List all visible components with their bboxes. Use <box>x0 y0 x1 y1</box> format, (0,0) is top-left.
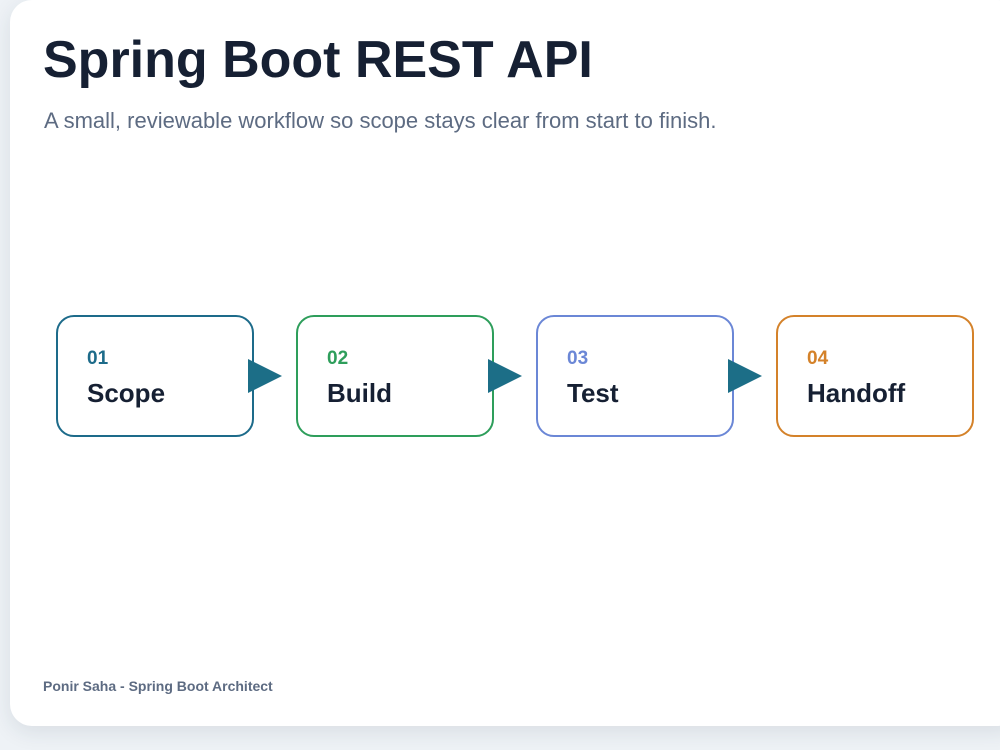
step-number: 04 <box>807 348 829 369</box>
arrow-icon <box>488 359 522 393</box>
arrow-icon <box>728 359 762 393</box>
step-number: 03 <box>567 348 589 369</box>
step-box-scope: 01 Scope <box>56 315 254 437</box>
step-number: 01 <box>87 348 109 369</box>
step-label: Scope <box>87 378 166 408</box>
footer-credit: Ponir Saha - Spring Boot Architect <box>43 678 273 694</box>
step-label: Test <box>567 378 619 408</box>
step-box-test: 03 Test <box>536 315 734 437</box>
step-box-build: 02 Build <box>296 315 494 437</box>
page-title: Spring Boot REST API <box>43 31 593 89</box>
step-box-handoff: 04 Handoff <box>776 315 974 437</box>
arrow-icon <box>248 359 282 393</box>
step-label: Handoff <box>807 378 906 408</box>
step-label: Build <box>327 378 392 408</box>
page-subtitle: A small, reviewable workflow so scope st… <box>44 108 717 133</box>
step-number: 02 <box>327 348 349 369</box>
